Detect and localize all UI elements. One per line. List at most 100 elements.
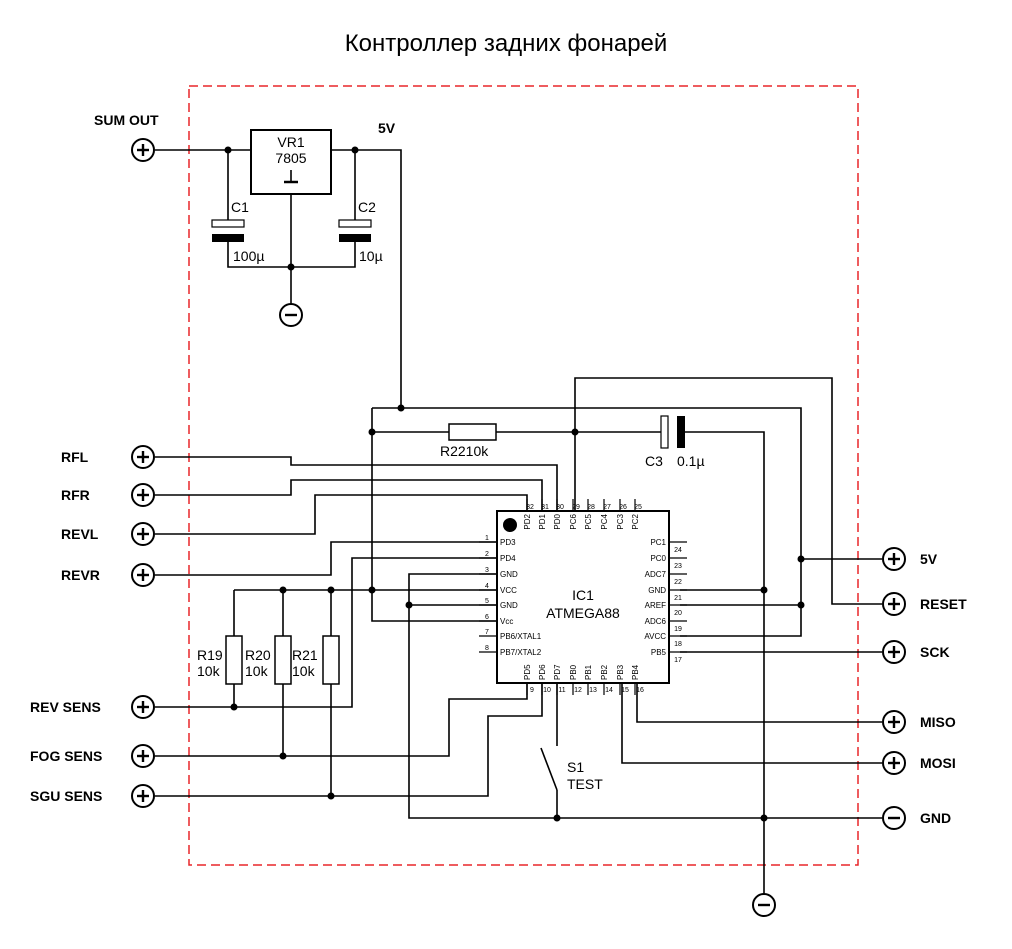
ic-pin-number: 20 [674, 610, 682, 617]
label-fog-sens: FOG SENS [30, 748, 102, 764]
vr1-name: VR1 [277, 134, 304, 150]
ic-pin-number: 8 [485, 645, 489, 652]
terminal-sum-out-icon [131, 138, 155, 162]
regulator-vr1 [250, 129, 332, 195]
ic-pin-number: 15 [621, 687, 629, 694]
terminal-regulator-gnd-icon [279, 303, 303, 327]
regulator-out-label: 5V [378, 120, 396, 136]
label-rev-sens: REV SENS [30, 699, 101, 715]
ic-pin-number: 18 [674, 641, 682, 648]
right-wiring [621, 555, 882, 822]
ic-pin-number: 14 [605, 687, 613, 694]
label-rfl: RFL [61, 449, 89, 465]
label-reset: RESET [920, 596, 967, 612]
c2-value: 10µ [359, 248, 383, 264]
terminal-rfl-icon [131, 445, 155, 469]
ic-pin-number: 21 [674, 595, 682, 602]
ic-pin-name: PB7/XTAL2 [500, 648, 542, 657]
ic1-name: IC1 [572, 587, 594, 603]
ic-pin-name: GND [500, 601, 518, 610]
terminal-mosi-icon [882, 751, 906, 775]
ic-pin-number: 27 [603, 504, 611, 511]
ic1-part: ATMEGA88 [546, 605, 620, 621]
capacitor-c2 [338, 219, 372, 228]
terminals [131, 138, 906, 917]
r21-value: 10k [292, 663, 316, 679]
ic-pin-number: 10 [543, 687, 551, 694]
ic-pin-number: 17 [674, 657, 682, 664]
label-5v: 5V [920, 551, 938, 567]
vr1-part: 7805 [275, 150, 306, 166]
r22-label: R2210k [440, 443, 489, 459]
terminal-rfr-icon [131, 483, 155, 507]
ic-pin-number: 5 [485, 598, 489, 605]
c1-value: 100µ [233, 248, 264, 264]
r19-name: R19 [197, 647, 223, 663]
power-section: VR1 7805 5V C1 100µ C2 10µ [155, 120, 402, 408]
ic-pin-name: Vcc [500, 617, 513, 626]
label-mosi: MOSI [920, 755, 956, 771]
ic-pin-name: AVCC [644, 632, 666, 641]
ic-pin-number: 9 [530, 687, 534, 694]
ic-pin-number: 28 [587, 504, 595, 511]
resistor-r21 [322, 635, 340, 685]
ic-pin-name: PC1 [650, 538, 666, 547]
c2-name: C2 [358, 199, 376, 215]
ic-pin-name: PD3 [500, 538, 516, 547]
label-revl: REVL [61, 526, 99, 542]
label-sgu-sens: SGU SENS [30, 788, 102, 804]
ic-pin-name: PC0 [650, 554, 666, 563]
label-sum-out: SUM OUT [94, 112, 159, 128]
terminal-gnd-icon [882, 806, 906, 830]
ic-pin-number: 22 [674, 579, 682, 586]
r19-value: 10k [197, 663, 221, 679]
terminal-bottom-gnd-icon [752, 893, 776, 917]
ic-pin-name: PD2 [523, 513, 532, 529]
ic-pin-name: PB5 [651, 648, 667, 657]
ic-pin-name: PD1 [538, 513, 547, 529]
ic-pin-number: 11 [558, 687, 565, 694]
terminal-revr-icon [131, 563, 155, 587]
ic-pin-name: PC4 [600, 513, 609, 529]
terminal-revl-icon [131, 522, 155, 546]
ic-pin-name: PC2 [631, 513, 640, 529]
terminal-fog-sens-icon [131, 744, 155, 768]
ic-pin-name: PC3 [616, 513, 625, 529]
capacitor-c3 [660, 415, 669, 449]
terminal-miso-icon [882, 710, 906, 734]
ic-pin-name: PB2 [600, 664, 609, 680]
ic-pin-number: 12 [574, 687, 582, 694]
ic-pin-name: GND [648, 586, 666, 595]
ic-pin-number: 4 [485, 583, 489, 590]
c3-value: 0.1µ [677, 453, 705, 469]
ic-pin-name: AREF [645, 601, 666, 610]
r21-name: R21 [292, 647, 318, 663]
terminal-reset-icon [882, 592, 906, 616]
ic-pin-name: PC6 [569, 513, 578, 529]
vcc-bus: R2210k C3 0.1µ [368, 377, 882, 895]
resistor-r22 [448, 423, 497, 441]
label-revr: REVR [61, 567, 100, 583]
module-boundary [188, 85, 859, 866]
ic-pin-number: 16 [636, 687, 644, 694]
ic-pin-number: 7 [485, 629, 489, 636]
ic-pin-name: ADC6 [645, 617, 667, 626]
ic-pin-name: PD7 [553, 664, 562, 680]
r20-name: R20 [245, 647, 271, 663]
terminal-sck-icon [882, 640, 906, 664]
capacitor-c1 [211, 219, 245, 228]
terminal-sgu-sens-icon [131, 784, 155, 808]
s1-name: S1 [567, 759, 584, 775]
label-sck: SCK [920, 644, 950, 660]
ic-pin-number: 25 [634, 504, 642, 511]
ic-pin-number: 30 [556, 504, 564, 511]
terminal-5v-icon [882, 547, 906, 571]
ic-pin-name: VCC [500, 586, 517, 595]
label-rfr: RFR [61, 487, 90, 503]
ic-pin-number: 6 [485, 614, 489, 621]
ic-pin-name: PB4 [631, 664, 640, 680]
ic-pin-number: 2 [485, 551, 489, 558]
ic-pin-name: PD6 [538, 664, 547, 680]
